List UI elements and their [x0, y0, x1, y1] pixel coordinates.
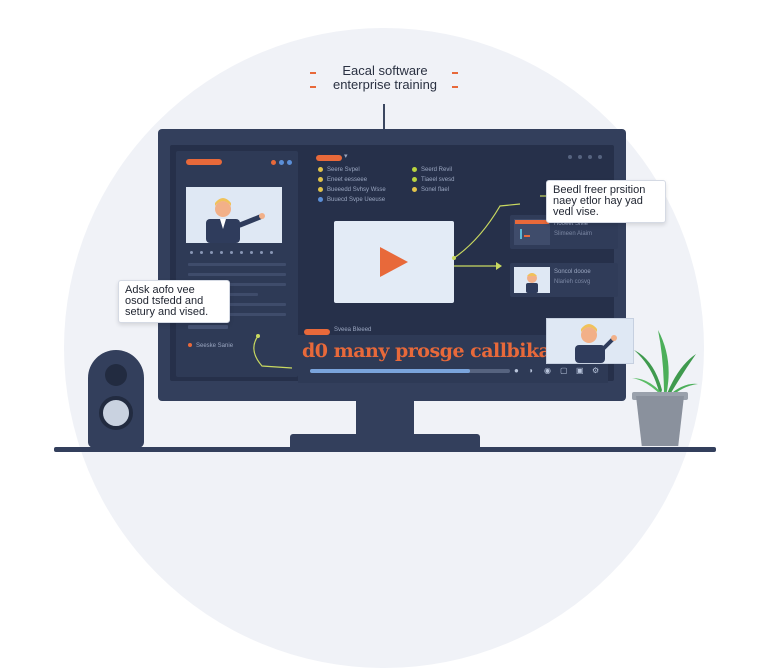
toolbar-dot[interactable]	[578, 155, 582, 159]
list-item-label: Seerd Revil	[421, 167, 453, 174]
row-dot	[260, 251, 263, 254]
volume-icon[interactable]: ●	[514, 366, 519, 375]
left-panel-header-pill	[186, 159, 222, 165]
caption-dash	[310, 86, 316, 88]
bullet-dot	[412, 177, 417, 182]
row-dot	[190, 251, 193, 254]
text-line	[188, 325, 228, 329]
left-panel: Seeske Sanie	[176, 151, 298, 377]
list-item[interactable]: Sonel flael	[412, 187, 449, 193]
side-card[interactable]: Soncol doooe Nlarieh cosvg	[510, 263, 618, 297]
progress-fill	[310, 369, 470, 373]
caption-dash	[452, 86, 458, 88]
row-dot	[250, 251, 253, 254]
list-item-label: Buuecd Svpe Ueeuse	[327, 197, 386, 204]
text-line	[188, 263, 286, 266]
progress-bar[interactable]	[310, 369, 510, 373]
fullscreen-icon[interactable]: ▣	[576, 366, 584, 375]
list-item-label: Tiaeel svesd	[421, 177, 455, 184]
overlay-title: d0 many prosge callbika:ore.	[302, 340, 597, 362]
main-header-chevron-icon[interactable]: ▾	[344, 153, 348, 160]
side-card-subtitle: Nlarieh cosvg	[554, 279, 591, 285]
bullet-dot	[318, 197, 323, 202]
toolbar-dot[interactable]	[568, 155, 572, 159]
list-item[interactable]: Bueeedd Svhsy Wsse	[318, 187, 386, 193]
callout-left: Adsk aofo vee osod tsfedd and setury and…	[118, 280, 230, 323]
row-dot	[230, 251, 233, 254]
settings-gear-icon[interactable]: ⚙	[592, 366, 600, 375]
main-header-pill	[316, 155, 342, 161]
speaker-icon	[88, 350, 144, 448]
presenter-icon	[514, 267, 550, 293]
footer-item-label: Seeske Sanie	[196, 343, 234, 349]
list-item[interactable]: Eneet eesseee	[318, 177, 367, 183]
list-item[interactable]: Tiaeel svesd	[412, 177, 454, 183]
caption-dash	[452, 72, 458, 74]
row-dot	[210, 251, 213, 254]
window-dot[interactable]	[279, 160, 284, 165]
speaker-woofer	[99, 396, 133, 430]
caption-dash	[310, 72, 316, 74]
list-item-label: Seere Svpel	[327, 167, 360, 174]
presenter-icon	[186, 187, 282, 243]
text-line	[188, 313, 286, 316]
row-dot	[270, 251, 273, 254]
plant-pot	[636, 396, 684, 446]
screen: Seeske Sanie ▾ Seere Svpel Eneet eesseee…	[170, 145, 618, 381]
record-icon[interactable]: ◉	[544, 366, 551, 375]
desk-line	[54, 447, 716, 452]
list-item[interactable]: Seerd Revil	[412, 167, 452, 173]
side-card-title: Hooeet Sivie	[554, 221, 589, 227]
monitor-foot	[290, 434, 480, 448]
bullet-dot	[412, 187, 417, 192]
window-icon[interactable]: ▢	[560, 366, 568, 375]
caption: Eacal software enterprise training	[300, 64, 470, 92]
side-card-title: Soncol doooe	[554, 269, 591, 275]
bullet-dot	[412, 167, 417, 172]
text-line	[188, 283, 286, 286]
main-video-player[interactable]	[334, 221, 454, 303]
pip-video[interactable]	[546, 318, 634, 364]
bullet-dot	[318, 177, 323, 182]
text-line	[188, 303, 286, 306]
bullet-dot	[318, 167, 323, 172]
presenter-video-thumbnail[interactable]	[186, 187, 282, 243]
list-item[interactable]: Seere Svpel	[318, 167, 360, 173]
plant-icon	[632, 330, 698, 398]
bullet-dot	[318, 187, 323, 192]
window-dot[interactable]	[287, 160, 292, 165]
caption-connector	[383, 104, 385, 130]
list-item[interactable]: Buuecd Svpe Ueeuse	[318, 197, 385, 203]
toolbar-dot[interactable]	[588, 155, 592, 159]
caption-line-2: enterprise training	[332, 77, 438, 92]
list-item-label: Eneet eesseee	[327, 177, 368, 184]
row-dot	[200, 251, 203, 254]
row-dot	[220, 251, 223, 254]
row-dot	[240, 251, 243, 254]
list-item-label: Bueeedd Svhsy Wsse	[327, 187, 386, 194]
document-icon	[514, 219, 550, 245]
bottom-header-pill	[304, 329, 330, 335]
callout-right: Beedl freer prsition naey etlor hay yad …	[546, 180, 666, 223]
connector-lines	[253, 195, 548, 369]
text-line	[188, 273, 286, 276]
captions-icon[interactable]: ◑	[528, 366, 533, 375]
speaker-tweeter	[105, 364, 127, 386]
monitor-neck	[356, 401, 414, 437]
bullet-dot	[188, 343, 192, 348]
play-icon[interactable]	[380, 247, 408, 277]
bottom-header-label: Sveea Bleeed	[334, 327, 372, 333]
list-item-label: Sonel flael	[421, 187, 450, 194]
caption-line-1: Eacal software	[342, 63, 428, 78]
window-dot[interactable]	[271, 160, 276, 165]
left-panel-footer-item[interactable]: Seeske Sanie	[188, 343, 233, 349]
toolbar-dot[interactable]	[598, 155, 602, 159]
presenter-icon	[575, 324, 617, 363]
side-card-subtitle: Slimeen Aiaim	[554, 231, 593, 237]
